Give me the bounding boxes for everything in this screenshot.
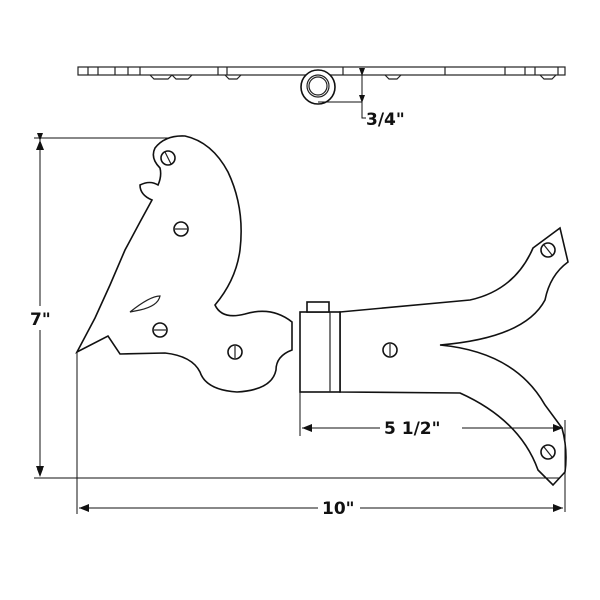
width-label: 10" [322,499,355,519]
screw-icon [382,342,398,358]
strap-leaf [339,226,569,487]
screw-icon [540,444,556,460]
screw-icon [540,242,556,258]
width-dimension [76,352,563,514]
screw-icon [173,221,189,237]
bird-leaf [75,135,293,393]
height-dimension [34,133,560,479]
bird-eye-hole [129,295,161,313]
top-view [77,66,566,119]
screw-icon [152,322,168,338]
hinge-knuckle [299,301,341,393]
knuckle-depth-label: 3/4" [366,110,405,130]
screw-icon [227,344,243,360]
strap-length-label: 5 1/2" [384,419,440,439]
height-label: 7" [30,310,51,330]
screw-icon [160,150,176,166]
screws [152,150,556,460]
strap-length-dimension [299,392,566,512]
